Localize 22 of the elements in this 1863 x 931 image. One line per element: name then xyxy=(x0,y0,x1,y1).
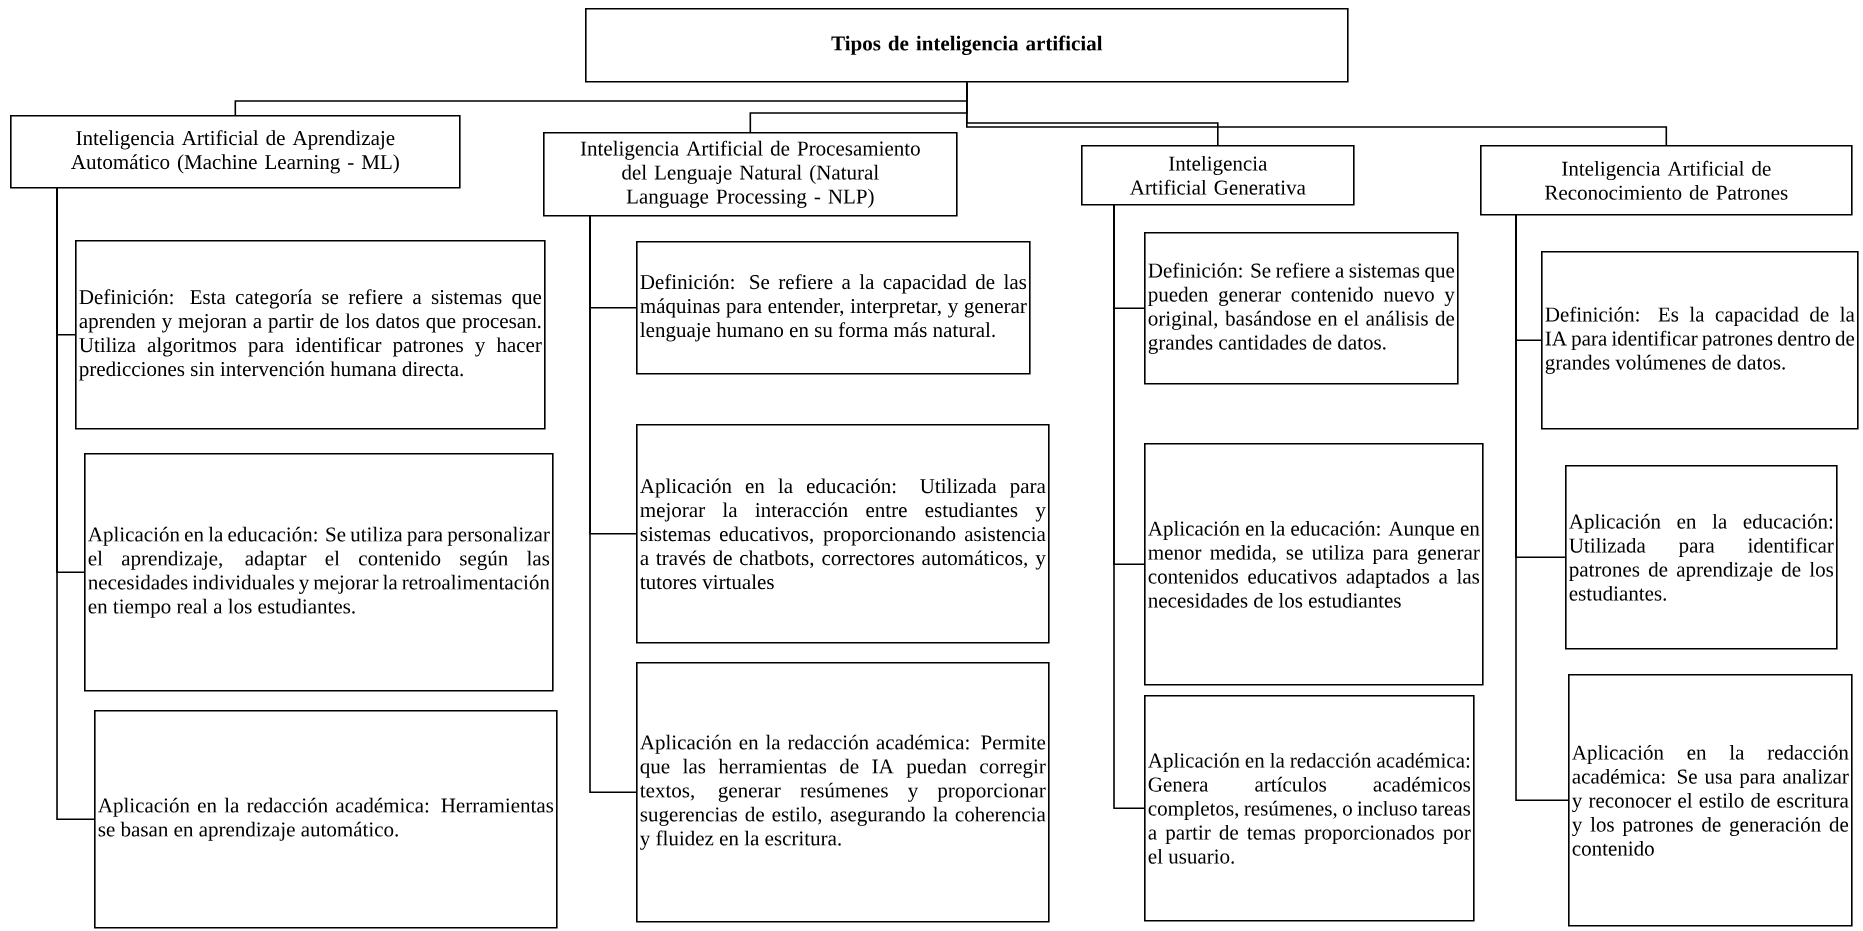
description-box: Aplicación en la redacción académica: Se usa para analizar y reconocer el estilo de escritura y los patrones de generación de contenido xyxy=(1568,674,1853,927)
connector-line xyxy=(1515,213,1569,802)
description-box: Definición: Esta categoría se refiere a sistemas que aprenden y mejoran a partir de los datos que procesan. Utiliza algoritmos para identificar patrones y hacer predicciones sin intervención humana directa. xyxy=(75,240,546,430)
description-box: Aplicación en la educación: Aunque en menor medida, se utiliza para generar contenidos educativos adaptados a las necesidades de los estudiantes xyxy=(1144,443,1484,686)
connector-line xyxy=(1113,203,1145,810)
description-box: Definición: Se refiere a sistemas que pueden generar contenido nuevo y original, basándose en el análisis de grandes cantidades de datos. xyxy=(1144,232,1459,385)
category-box: Inteligencia Artificial de Aprendizaje Automático (Machine Learning - ML) xyxy=(10,115,461,189)
description-box: Aplicación en la educación: Utilizada para identificar patrones de aprendizaje de los estudiantes. xyxy=(1565,465,1838,650)
connector-line xyxy=(56,186,95,821)
category-box: Inteligencia Artificial de Reconocimiento de Patrones xyxy=(1480,145,1853,216)
description-box: Aplicación en la redacción académica: Herramientas se basan en aprendizaje automático. xyxy=(94,710,558,929)
description-box: Aplicación en la redacción académica: Permite que las herramientas de IA puedan corregir textos, generar resúmenes y proporcionar sugerencias de estilo, asegurando la coherencia y fluidez en la escritura. xyxy=(636,662,1050,923)
category-box: Inteligencia Artificial Generativa xyxy=(1081,145,1355,206)
description-box: Aplicación en la redacción académica: Genera artículos académicos completos, resúmenes, o incluso tareas a partir de temas proporcionados por el usuario. xyxy=(1144,695,1475,922)
description-box: Definición: Es la capacidad de la IA para identificar patrones dentro de grandes volúmenes de datos. xyxy=(1541,251,1859,430)
description-box: Definición: Se refiere a la capacidad de las máquinas para entender, interpretar, y generar lenguaje humano en su forma más natural. xyxy=(636,241,1031,375)
title-box: Tipos de inteligencia artificial xyxy=(585,8,1349,83)
description-box: Aplicación en la educación: Utilizada para mejorar la interacción entre estudiantes y sistemas educativos, proporcionando asistencia a través de chatbots, correctores automáticos, y tutores virtuales xyxy=(636,424,1050,644)
connector-line xyxy=(966,81,1668,146)
category-box: Inteligencia Artificial de Procesamiento del Lenguaje Natural (Natural Language Processing - NLP) xyxy=(543,132,958,217)
connector-line xyxy=(589,214,637,794)
description-box: Aplicación en la educación: Se utiliza para personalizar el aprendizaje, adaptar el contenido según las necesidades individuales y mejorar la retroalimentación en tiempo real a los estudiantes. xyxy=(84,453,554,692)
